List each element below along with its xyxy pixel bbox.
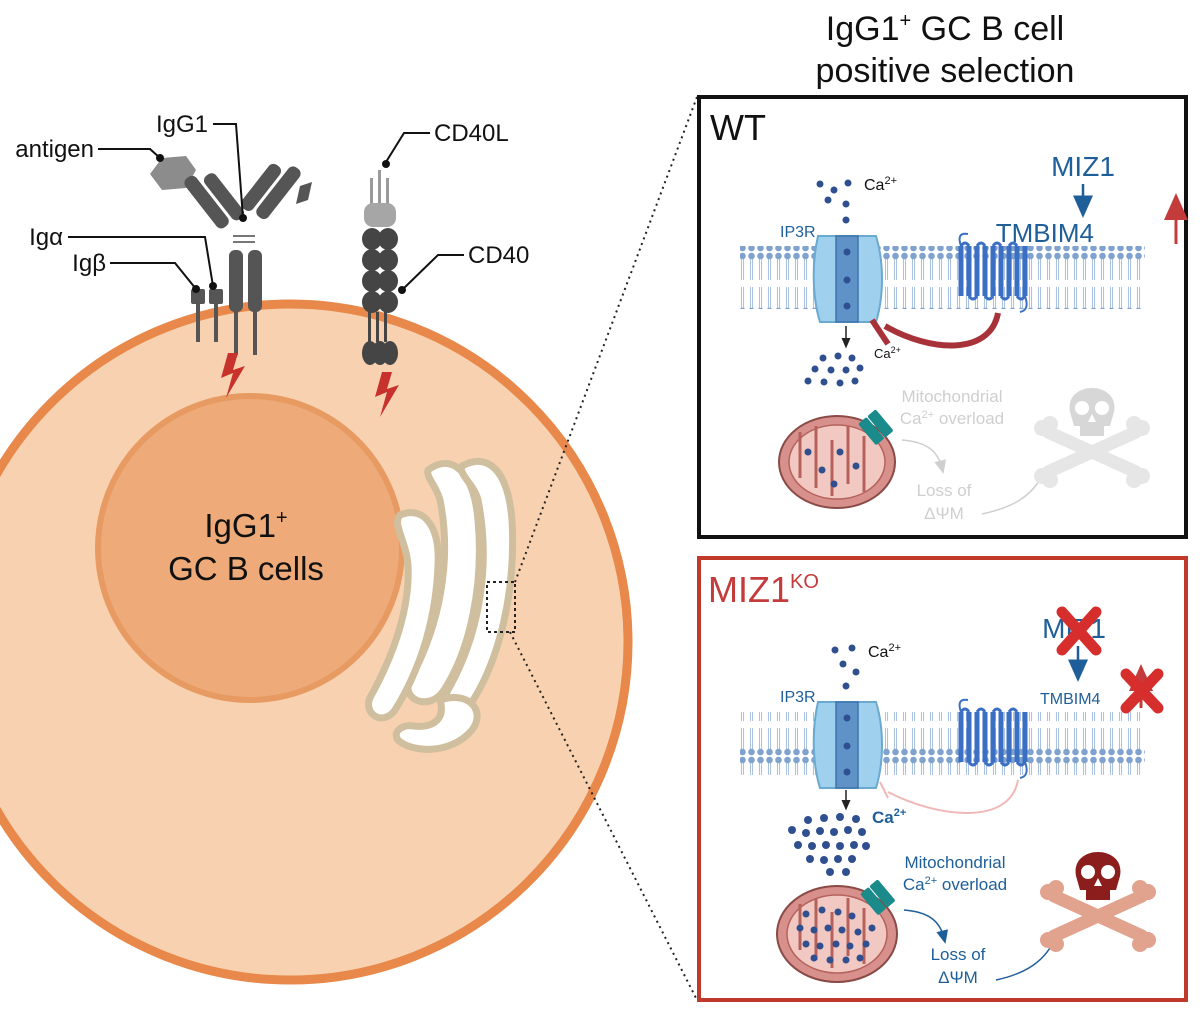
iga-igb-heterodimer — [191, 289, 223, 342]
label-antigen: antigen — [15, 136, 94, 163]
ko-panel: MIZ1KO IP3R Ca2+ MIZ1 TMBIM4 — [697, 556, 1188, 1002]
wt-ca-top-dots — [816, 179, 852, 224]
ko-tmbim4-label: TMBIM4 — [1040, 691, 1101, 708]
zoom-line-top — [514, 96, 698, 583]
wt-tmbim4-label: TMBIM4 — [996, 218, 1094, 248]
label-igg1: IgG1 — [156, 111, 208, 138]
ko-inhibition-arc — [887, 779, 1019, 814]
wt-mito-text-2: Ca2+ overload — [900, 409, 1004, 428]
wt-ip3r-channel — [812, 235, 883, 323]
wt-miz1-label: MIZ1 — [1051, 151, 1115, 182]
ko-panel-label: MIZ1KO — [708, 569, 819, 610]
wt-inhibition-bar — [869, 318, 891, 346]
ko-ip3r-channel — [812, 701, 883, 789]
zoom-line-bottom — [509, 631, 698, 1001]
ko-skull-icon — [1040, 852, 1156, 952]
ko-ca-top-dots — [831, 644, 860, 690]
wt-panel: WT IP3R Ca2+ MIZ1 TMBIM4 — [697, 95, 1188, 539]
signal-lightning-cd40 — [375, 372, 399, 417]
ko-ca-bottom-label: Ca2+ — [872, 807, 906, 827]
ko-mitochondrion — [776, 880, 898, 983]
wt-ca-bottom-dots — [804, 352, 864, 387]
ko-inhibition-bar — [879, 781, 889, 799]
ko-membrane — [740, 712, 1145, 775]
title-line-2: positive selection — [816, 52, 1075, 90]
igg1-antibody — [184, 163, 312, 355]
wt-ca-bottom-label: Ca2+ — [874, 345, 901, 361]
label-iga: Igα — [29, 224, 63, 251]
cd40-cd40l-complex — [362, 170, 398, 365]
ko-miz1-knockout-x-icon — [1056, 606, 1102, 656]
wt-tmbim4-protein — [958, 232, 1028, 313]
label-igb: Igβ — [72, 250, 106, 277]
label-cd40: CD40 — [468, 242, 529, 269]
wt-skull-icon — [1034, 388, 1150, 488]
zoom-box — [486, 581, 516, 633]
receptor-leaders — [68, 123, 464, 291]
ko-mito-text-2: Ca2+ overload — [903, 875, 1007, 894]
wt-membrane — [740, 246, 1145, 309]
cell-label-line-2: GC B cells — [168, 550, 324, 587]
wt-panel-label: WT — [710, 107, 766, 148]
ko-ca-bottom-dots — [788, 813, 870, 876]
label-cd40l: CD40L — [434, 120, 509, 147]
wt-inhibition-arc — [883, 312, 1001, 349]
endoplasmic-reticulum — [365, 458, 517, 753]
ko-ip3r-label: IP3R — [780, 689, 816, 706]
ko-tmbim4-knockout-x-icon — [1120, 668, 1164, 714]
ko-loss-text-2: ΔΨM — [938, 968, 978, 987]
wt-ca-top-label: Ca2+ — [864, 175, 897, 194]
cell-label-line-1: IgG1+ — [204, 507, 287, 544]
title-line-1: IgG1+ GC B cell — [826, 10, 1064, 48]
ko-arrow-to-loss — [903, 909, 948, 944]
wt-loss-text-2: ΔΨM — [924, 504, 964, 523]
antigen-shape — [150, 156, 196, 190]
nucleus — [95, 393, 405, 703]
b-cell: IgG1+ GC B cells — [0, 299, 633, 985]
ko-loss-text-1: Loss of — [931, 945, 986, 964]
wt-mitochondrion — [778, 410, 896, 509]
wt-arrow-to-loss — [901, 439, 946, 474]
ko-ca-top-label: Ca2+ — [868, 642, 901, 661]
leader-dots — [156, 154, 406, 294]
signal-lightning-bcr — [221, 353, 245, 398]
wt-ip3r-label: IP3R — [780, 224, 816, 241]
ko-tmbim4-protein — [958, 698, 1028, 779]
wt-loss-text-1: Loss of — [917, 481, 972, 500]
wt-mito-text-1: Mitochondrial — [901, 387, 1002, 406]
ko-mito-text-1: Mitochondrial — [904, 853, 1005, 872]
